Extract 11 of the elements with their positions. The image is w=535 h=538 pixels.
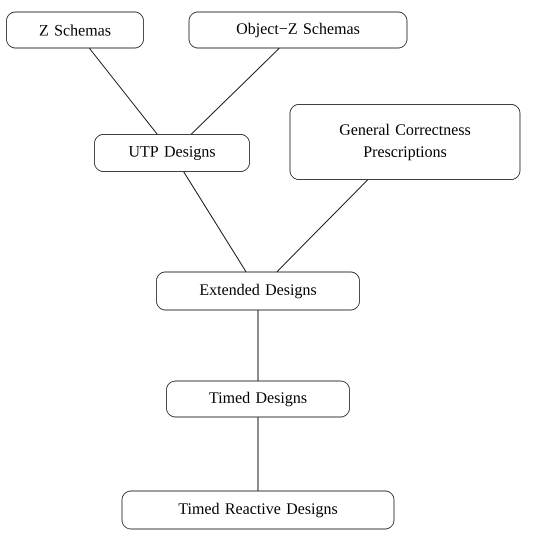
process-box: Timed Reactive Designs bbox=[122, 490, 394, 530]
connector-line bbox=[89, 48, 158, 135]
connector-line bbox=[276, 179, 368, 272]
process-box: Z Schemas bbox=[6, 12, 144, 48]
process-box: UTP Designs bbox=[94, 134, 250, 172]
process-box: Extended Designs bbox=[156, 272, 360, 310]
connector-line bbox=[190, 48, 280, 135]
connector-line bbox=[183, 171, 246, 272]
process-box: General Correctness Prescriptions bbox=[290, 104, 520, 180]
process-box: Object−Z Schemas bbox=[188, 12, 408, 48]
process-box: Timed Designs bbox=[166, 380, 350, 418]
